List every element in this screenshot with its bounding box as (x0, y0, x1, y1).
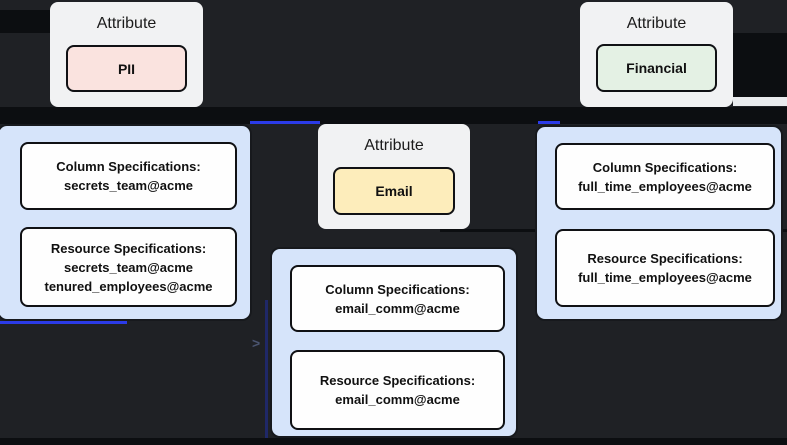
edge-line (265, 300, 268, 438)
background-light-strip (733, 97, 787, 106)
column-specifications-box: Column Specifications:secrets_team@acme (20, 142, 237, 210)
background-band (733, 33, 787, 97)
edge-line (538, 121, 560, 124)
background-band (0, 438, 787, 445)
resource-specifications-box: Resource Specifications:secrets_team@acm… (20, 227, 237, 307)
attribute-card-title: Attribute (364, 137, 424, 154)
chevron-right-icon: > (252, 335, 261, 351)
attribute-chip-financial: Financial (596, 44, 717, 92)
attribute-chip-email: Email (333, 167, 455, 215)
attribute-card-pii: Attribute PII (50, 2, 203, 107)
spec-panel-full-time-employees: Column Specifications:full_time_employee… (535, 125, 783, 321)
attribute-card-email: Attribute Email (318, 124, 470, 229)
column-specifications-box: Column Specifications:email_comm@acme (290, 265, 505, 332)
spec-panel-secrets-team: Column Specifications:secrets_team@acme … (0, 124, 252, 321)
attribute-card-title: Attribute (626, 15, 687, 32)
background-band (0, 107, 787, 124)
column-specifications-box: Column Specifications:full_time_employee… (555, 143, 775, 210)
spec-panel-email-comm: Column Specifications:email_comm@acme Re… (270, 247, 518, 438)
edge-line (0, 321, 127, 324)
resource-specifications-box: Resource Specifications:full_time_employ… (555, 229, 775, 307)
resource-specifications-box: Resource Specifications:email_comm@acme (290, 350, 505, 430)
edge-line (250, 121, 320, 124)
attribute-card-financial: Attribute Financial (580, 2, 733, 107)
background-band (0, 10, 50, 33)
attribute-card-title: Attribute (96, 15, 157, 32)
attribute-chip-pii: PII (66, 45, 187, 92)
